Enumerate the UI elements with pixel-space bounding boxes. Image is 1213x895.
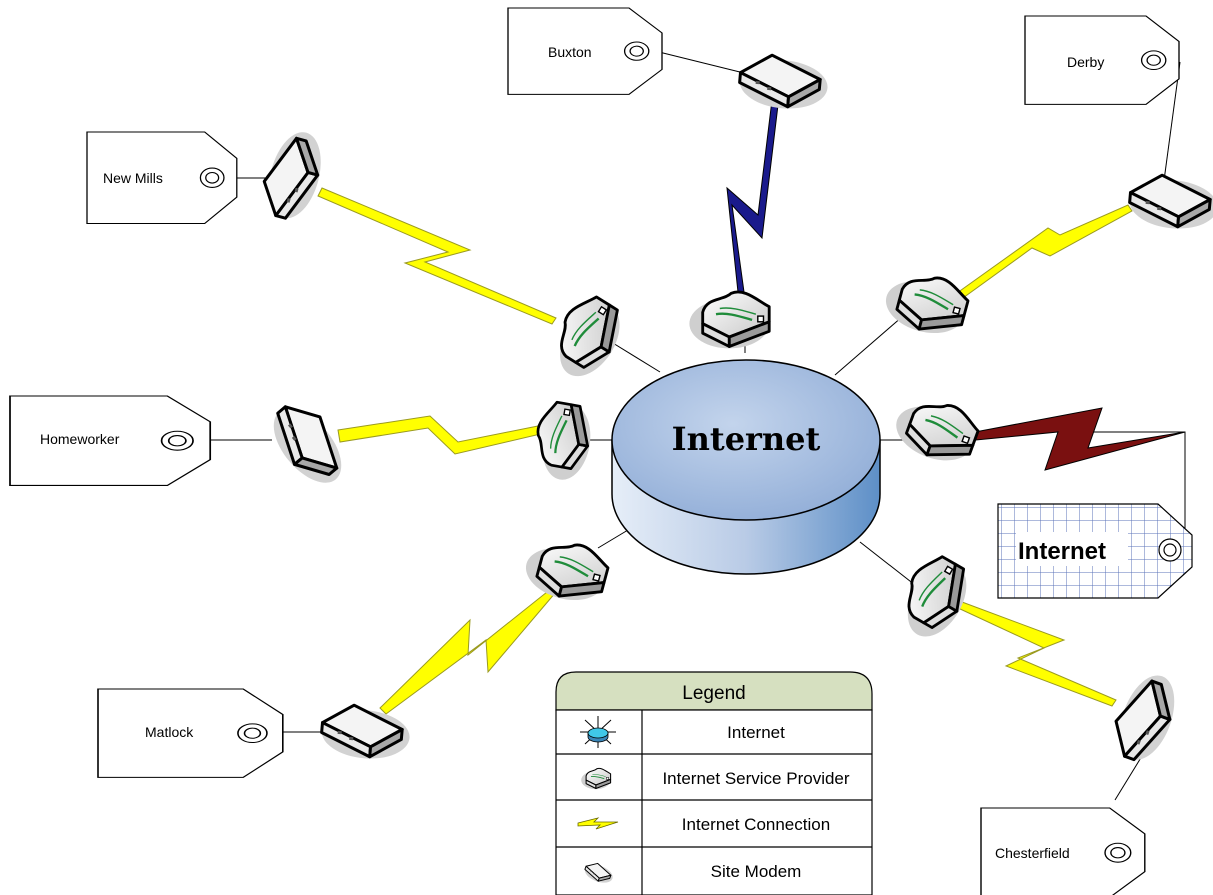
modem-icon bbox=[1104, 665, 1187, 769]
link-buxton bbox=[726, 99, 779, 293]
legend-label: Internet bbox=[727, 723, 785, 742]
site-label: Buxton bbox=[548, 44, 592, 60]
site-label: Chesterfield bbox=[995, 845, 1070, 861]
legend-label: Site Modem bbox=[711, 862, 802, 881]
site-tag-new-mills: New Mills bbox=[86, 131, 238, 225]
cloud-label: Internet bbox=[672, 420, 821, 458]
legend-label: Internet Connection bbox=[682, 815, 830, 834]
isp-icon bbox=[878, 264, 974, 343]
modem-icon bbox=[1126, 171, 1213, 234]
connection-links bbox=[317, 99, 1186, 715]
modem-icon bbox=[736, 51, 832, 114]
site-label: Internet bbox=[1018, 538, 1106, 565]
site-label: Derby bbox=[1067, 54, 1104, 70]
isp-icon bbox=[888, 547, 980, 649]
isp-icon bbox=[528, 398, 598, 485]
isp-icon bbox=[887, 388, 985, 472]
legend-label: Internet Service Provider bbox=[662, 769, 849, 788]
site-tag-buxton: Buxton bbox=[507, 7, 663, 95]
link-derby bbox=[949, 204, 1133, 304]
modem-icon bbox=[259, 392, 359, 497]
site-tag-homeworker: Homeworker bbox=[9, 395, 212, 487]
site-tag-matlock: Matlock bbox=[97, 688, 284, 779]
legend-title: Legend bbox=[682, 683, 745, 704]
site-tag-chesterfield: Chesterfield bbox=[980, 807, 1146, 895]
isp-icon bbox=[687, 290, 771, 350]
link-homeworker bbox=[337, 415, 550, 455]
internet-cloud: Internet bbox=[611, 359, 881, 575]
link-internet-site bbox=[974, 407, 1186, 471]
link-chesterfield bbox=[957, 601, 1117, 707]
site-label: Matlock bbox=[145, 724, 194, 740]
link-new-mills bbox=[317, 187, 557, 325]
modem-icon bbox=[254, 123, 331, 226]
internet-icon bbox=[580, 716, 616, 748]
connection-icon bbox=[577, 817, 619, 830]
site-tag-internet: Internet bbox=[997, 503, 1193, 599]
site-label: Homeworker bbox=[40, 431, 120, 447]
site-tag-derby: Derby bbox=[1024, 15, 1180, 106]
legend: Legend Internet Internet Service Pr bbox=[555, 671, 873, 895]
modem-icon bbox=[318, 701, 414, 764]
isp-icon bbox=[540, 287, 634, 389]
link-matlock bbox=[379, 587, 557, 715]
isp-icon bbox=[518, 531, 614, 610]
site-label: New Mills bbox=[103, 170, 163, 186]
